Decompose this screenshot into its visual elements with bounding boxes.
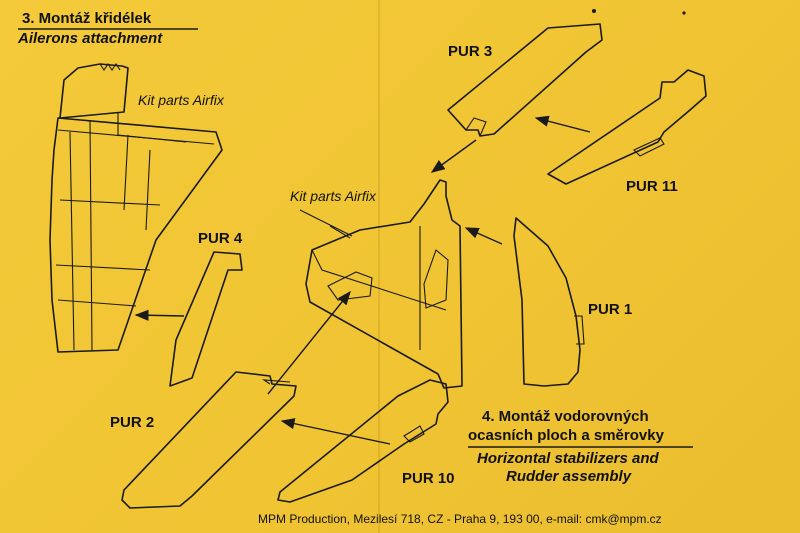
arrow-pur4 [134, 309, 185, 321]
section3-title-en: Ailerons attachment [18, 30, 163, 47]
pur2-part [121, 371, 297, 509]
arrow-pur3 [430, 139, 477, 173]
pur10-label: PUR 10 [402, 470, 455, 487]
pur3-part [447, 23, 603, 137]
pur3-label: PUR 3 [448, 43, 493, 60]
section4-title-en-1: Horizontal stabilizers and [477, 450, 659, 467]
arrow-pur11 [534, 115, 591, 133]
section4-title-cz-1: 4. Montáž vodorovných [482, 408, 649, 425]
pur1-part [513, 217, 581, 387]
pur4-label: PUR 4 [198, 230, 243, 247]
registration-dot-2 [682, 11, 686, 15]
wing-drawing [49, 63, 223, 353]
kit-parts-label-tail: Kit parts Airfix [290, 188, 376, 204]
arrow-pur2 [267, 290, 351, 395]
arrow-pur1 [464, 227, 503, 245]
pur11-part [547, 69, 707, 185]
section3-title-cz: 3. Montáž křidélek [22, 10, 152, 27]
pur10-part [277, 379, 449, 503]
pur2-label: PUR 2 [110, 414, 155, 431]
registration-dot [592, 9, 596, 13]
arrow-pur10 [280, 418, 391, 445]
tail-fin-drawing [299, 179, 463, 389]
section4-title-en-2: Rudder assembly [506, 468, 632, 485]
section4-title-cz-2: ocasních ploch a směrovky [468, 427, 664, 444]
kit-parts-label-wing: Kit parts Airfix [138, 92, 224, 108]
pur11-label: PUR 11 [626, 178, 678, 195]
footer-address: MPM Production, Mezilesí 718, CZ - Praha… [258, 512, 662, 526]
pur1-label: PUR 1 [588, 301, 633, 318]
paper-fold [378, 0, 380, 533]
pur4-part [169, 251, 243, 387]
